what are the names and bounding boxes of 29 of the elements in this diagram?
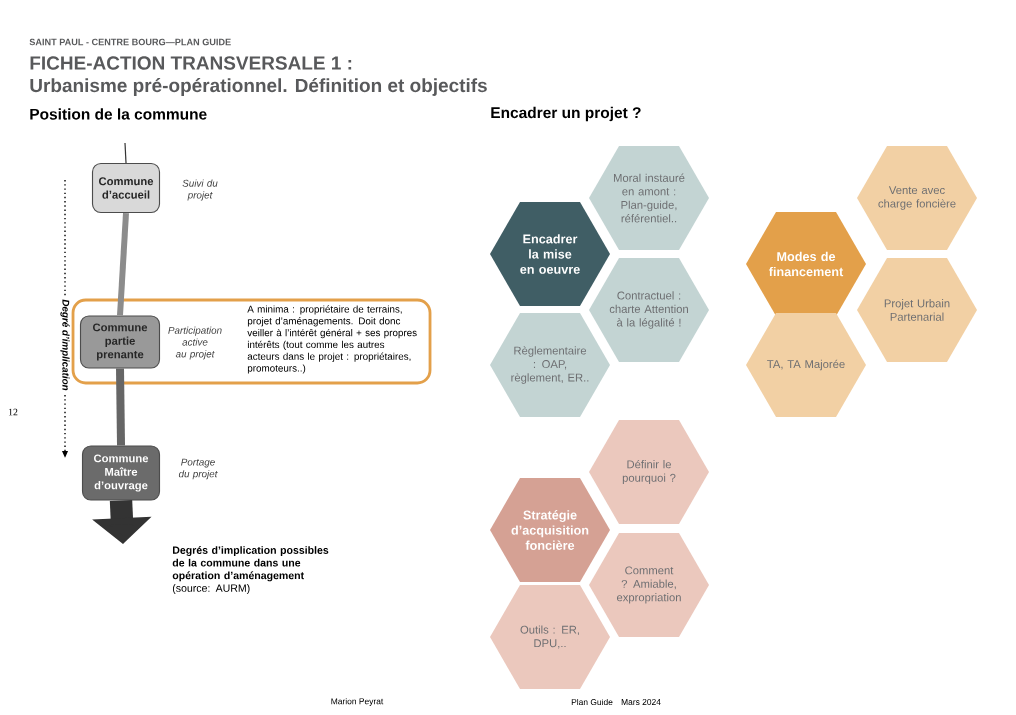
hexagon: Modes de financement xyxy=(746,212,866,316)
header: SAINT PAUL - CENTRE BOURG—PLAN GUIDE xyxy=(29,38,231,46)
hexagon: Projet Urbain Partenarial xyxy=(857,258,977,362)
title: FICHE-ACTION TRANSVERSALE 1 : xyxy=(30,56,352,70)
hexagon: Comment ? Amiable, expropriation xyxy=(589,533,709,637)
hexagon: Règlementaire : OAP, règlement, ER.. xyxy=(490,313,610,417)
node-label: Suivi du projet xyxy=(182,179,218,201)
node-label: Portage du projet xyxy=(178,458,218,480)
hexagon: Vente avec charge foncière xyxy=(857,146,977,250)
section-heading: Position de la commune xyxy=(30,108,207,120)
hexagon: Contractuel : charte Attention à la légalité ! xyxy=(589,258,709,362)
section-heading: Encadrer un projet ? xyxy=(491,106,641,122)
footer-text: Marion Peyrat xyxy=(331,698,384,706)
hexagon: TA, TA Majorée xyxy=(746,313,866,417)
figure-caption: Degrés d’implication possibles de la commune dans une opération d’aménagement (source: AURM) xyxy=(172,546,329,594)
page-number: 12 xyxy=(8,408,18,416)
process-box: Commune partie prenante xyxy=(79,315,161,369)
process-box: Commune Maître d’ouvrage xyxy=(81,445,161,501)
footer-text: Mars 2024 xyxy=(621,699,661,705)
node-label: Participation active au projet xyxy=(168,326,222,360)
process-box: Commune d’accueil xyxy=(91,162,161,214)
hexagon: Moral instauré en amont : Plan-guide, référentiel.. xyxy=(589,146,709,250)
footer-text: Plan Guide xyxy=(571,698,613,706)
hexagon: Stratégie d’acquisition foncière xyxy=(490,478,610,582)
hexagon: Encadrer la mise en oeuvre xyxy=(490,202,610,306)
subtitle: Urbanisme pré-opérationnel. Définition et objectifs xyxy=(30,78,487,96)
hexagon: Outils : ER, DPU,.. xyxy=(490,585,610,689)
axis-label: Degré d’implication xyxy=(60,299,70,391)
hexagon: Définir le pourquoi ? xyxy=(589,420,709,524)
